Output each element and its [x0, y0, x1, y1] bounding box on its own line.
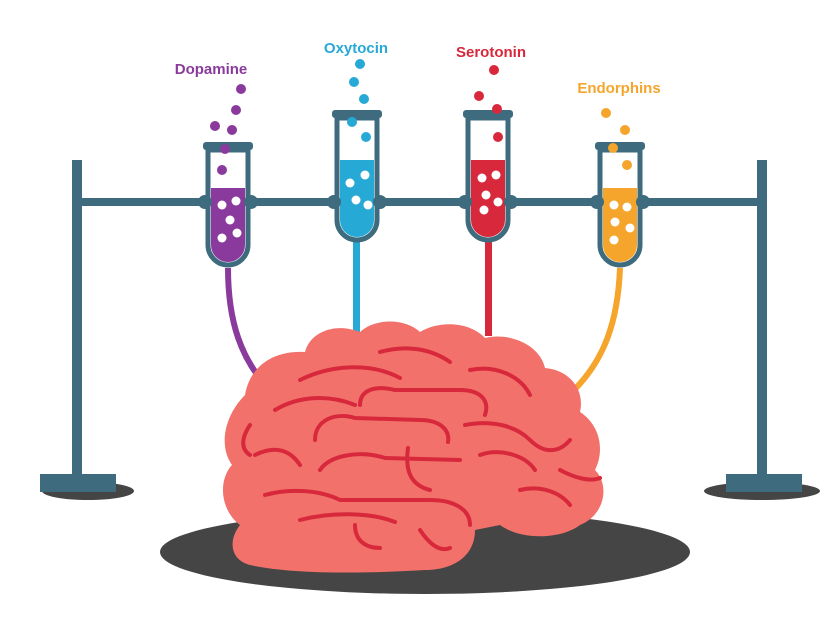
clamp-serotonin-right	[504, 195, 518, 209]
clamp-dopamine	[198, 195, 212, 209]
stand-crossbar	[72, 198, 767, 206]
clamp-dopamine-right	[244, 195, 258, 209]
label-serotonin: Serotonin	[456, 44, 526, 61]
clamp-endorphins-right	[636, 195, 650, 209]
label-oxytocin: Oxytocin	[324, 40, 388, 57]
stand-left-pole	[72, 160, 82, 476]
clamp-serotonin	[458, 195, 472, 209]
stand-right-base	[726, 474, 802, 492]
brain-body	[222, 321, 604, 573]
stand-left-base	[40, 474, 116, 492]
tube-dopamine	[203, 84, 253, 268]
label-dopamine: Dopamine	[175, 61, 248, 78]
tube-serotonin	[463, 65, 513, 243]
brain	[222, 321, 604, 573]
clamp-oxytocin-right	[373, 195, 387, 209]
tube-oxytocin	[332, 59, 382, 243]
endorphins-hose	[569, 267, 623, 395]
label-endorphins: Endorphins	[577, 80, 660, 97]
oxytocin-hose	[353, 240, 360, 340]
clamp-oxytocin	[327, 195, 341, 209]
serotonin-hose	[485, 240, 492, 336]
tube-endorphins	[595, 108, 645, 268]
clamp-endorphins	[590, 195, 604, 209]
stand-right-pole	[757, 160, 767, 476]
